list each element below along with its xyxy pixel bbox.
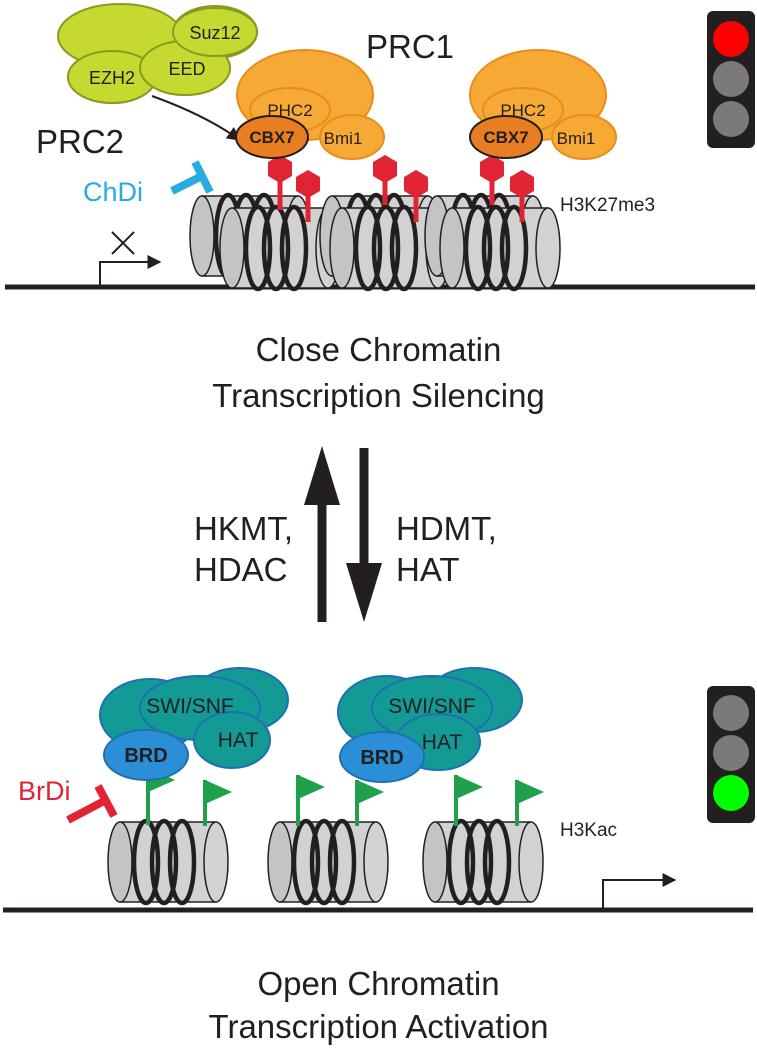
traffic-light-green: [707, 686, 755, 823]
prc2-complex: Suz12 EED EZH2: [57, 3, 258, 104]
eed-label: EED: [168, 59, 205, 79]
light-top-red: [713, 21, 749, 57]
bottom-caption-line2: Transcription Activation: [208, 1008, 549, 1045]
top-caption-line2: Transcription Silencing: [212, 377, 545, 414]
acetyl-flag: [296, 775, 325, 826]
acetyl-flag: [454, 775, 483, 826]
up-arrow: [304, 446, 340, 622]
top-panel: H3K27me3 Suz12 EED EZH2 PRC2 ChDi: [5, 3, 755, 289]
cbx7-subunit: [469, 115, 543, 159]
brdi-inhibitor: [66, 784, 118, 824]
acetyl-flag: [355, 780, 384, 826]
brd-subunit: [339, 731, 425, 783]
brd-label: BRD: [124, 745, 167, 767]
light-middle-off: [713, 61, 749, 97]
hat-label: HAT: [396, 551, 460, 588]
blocked-promoter-arrow: [99, 231, 162, 287]
methyl-mark: [480, 155, 504, 205]
light-bottom-green: [713, 775, 749, 811]
bmi1-label: Bmi1: [324, 129, 363, 148]
acetyl-flag: [515, 780, 544, 826]
cbx7-label: CBX7: [249, 128, 294, 147]
transition: HKMT, HDAC HDMT, HAT: [194, 446, 497, 622]
methyl-mark: [404, 170, 428, 222]
chdi-inhibitor: [170, 160, 214, 195]
hdac-label: HDAC: [194, 551, 288, 588]
brd-subunit: [103, 729, 189, 781]
prc1-complex-2: PHC2 CBX7 Bmi1: [469, 49, 617, 160]
suz12-front: [172, 7, 258, 57]
brdi-label: BrDi: [18, 776, 71, 806]
phc2-label: PHC2: [267, 101, 312, 120]
chdi-label: ChDi: [83, 177, 143, 207]
phc2-label: PHC2: [500, 101, 545, 120]
light-bottom-off: [713, 101, 749, 137]
hat-subunit-label: HAT: [422, 731, 463, 754]
light-top-off: [713, 695, 749, 731]
methyl-mark: [510, 170, 534, 222]
nucleosome-row-bottom: [108, 821, 543, 903]
nucleosome-cluster-top: [190, 195, 560, 289]
bottom-caption-line1: Open Chromatin: [257, 965, 500, 1002]
h3k27me3-marks: [268, 155, 534, 222]
prc2-label: PRC2: [36, 123, 124, 160]
prc1-label: PRC1: [366, 28, 454, 65]
swisnf-complex-2: SWI/SNF HAT BRD: [337, 667, 523, 783]
h3kac-label: H3Kac: [560, 820, 617, 841]
swisnf-label: SWI/SNF: [146, 695, 234, 718]
hdmt-label: HDMT,: [396, 510, 497, 547]
h3kac-marks: [146, 768, 544, 826]
ezh2-label: EZH2: [89, 68, 135, 88]
bottom-panel: H3Kac BrDi SWI/SNF HAT BRD SWI/SNF HAT: [3, 667, 755, 913]
down-arrow: [346, 448, 382, 622]
hat-subunit-label: HAT: [218, 729, 259, 752]
prc1-complex-1: PHC2 CBX7 Bmi1: [235, 49, 385, 160]
acetyl-flag: [203, 780, 232, 826]
methyl-mark: [373, 155, 397, 205]
traffic-light-red: [707, 11, 755, 148]
cbx7-label: CBX7: [483, 128, 528, 147]
methyl-mark: [268, 155, 292, 210]
suz12-label: Suz12: [189, 23, 240, 43]
h3k27me3-label: H3K27me3: [560, 195, 655, 216]
methyl-mark: [296, 170, 320, 222]
hkmt-label: HKMT,: [194, 510, 293, 547]
active-promoter-arrow: [602, 873, 677, 910]
prc2-recruit-arrow: [151, 95, 242, 141]
light-middle-off: [713, 735, 749, 771]
brd-label: BRD: [360, 747, 403, 769]
swisnf-complex-1: SWI/SNF HAT BRD: [99, 667, 289, 781]
top-caption-line1: Close Chromatin: [255, 331, 502, 368]
cbx7-subunit: [235, 115, 309, 159]
swisnf-label: SWI/SNF: [388, 695, 476, 718]
bmi1-label: Bmi1: [557, 129, 596, 148]
